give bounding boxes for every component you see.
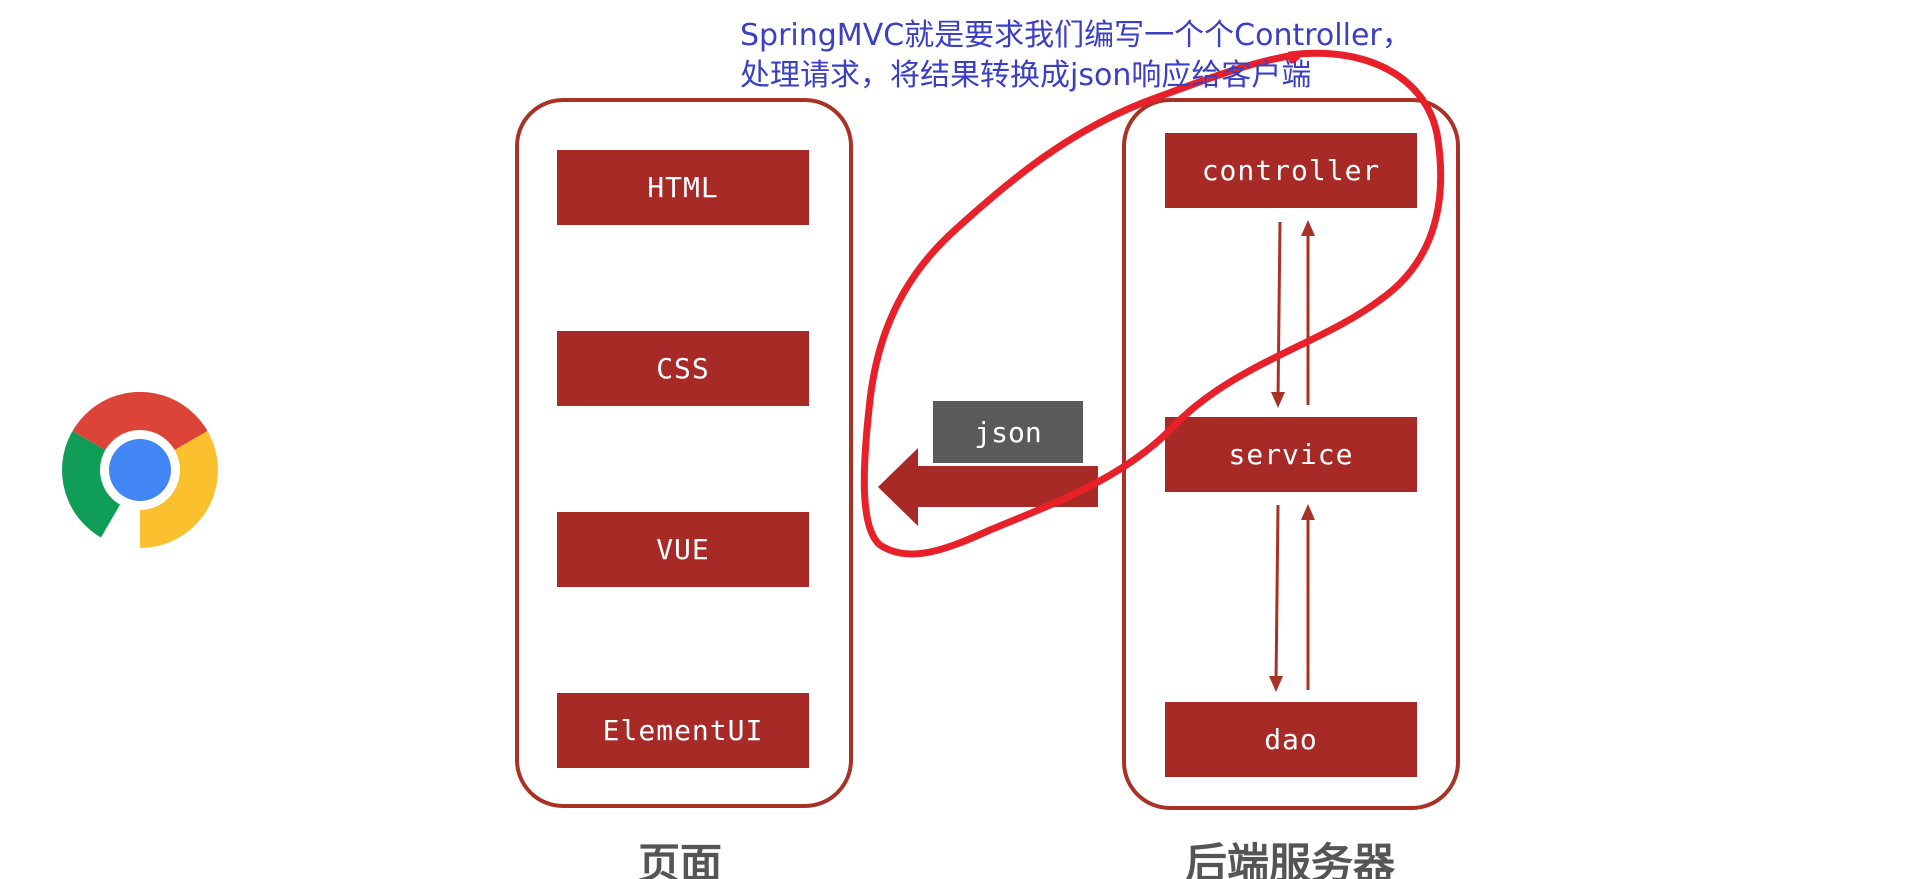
- service-to-controller-arrow: [1301, 220, 1315, 405]
- html-block: HTML: [557, 150, 809, 225]
- annotation-note-line1: SpringMVC就是要求我们编写一个个Controller，: [740, 18, 1412, 53]
- chrome-browser-icon: [62, 392, 218, 548]
- annotation-note: SpringMVC就是要求我们编写一个个Controller， 处理请求，将结果…: [740, 16, 1412, 96]
- service-block: service: [1165, 417, 1417, 492]
- annotation-note-line2: 处理请求，将结果转换成json响应给客户端: [740, 58, 1312, 93]
- service-to-dao-arrow: [1269, 504, 1283, 692]
- handdrawn-highlight-loop: [860, 49, 1445, 558]
- controller-block: controller: [1165, 133, 1417, 208]
- backend-group-frame: [1122, 98, 1460, 810]
- controller-to-service-arrow: [1271, 221, 1285, 408]
- json-label: json: [933, 401, 1083, 463]
- elementui-block: ElementUI: [557, 693, 809, 768]
- backend-caption: 后端服务器: [1185, 839, 1396, 879]
- frontend-caption: 页面: [638, 839, 723, 879]
- dao-block: dao: [1165, 702, 1417, 777]
- vue-block: VUE: [557, 512, 809, 587]
- css-block: CSS: [557, 331, 809, 406]
- dao-to-service-arrow: [1301, 504, 1315, 690]
- frontend-group-frame: [515, 98, 853, 808]
